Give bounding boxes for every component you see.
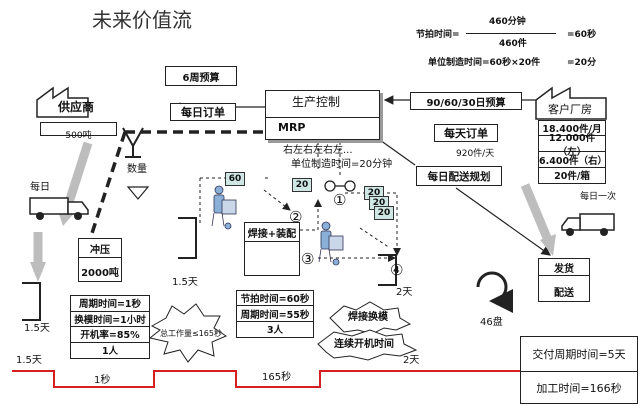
forecast-6week-box: 6周预算 [165, 66, 237, 86]
weld-data-box: 节拍时间=60秒 周期时间=55秒 3人 [236, 290, 314, 338]
inventory-days-label: 2天 [396, 287, 413, 298]
delivery-sub: 配送 [554, 288, 574, 299]
kaizen-burst-label: 焊接换模 [348, 312, 388, 323]
supplier-qty-box: 500吨 [40, 122, 117, 141]
kaizen-burst-label: 连续开机时间 [334, 339, 394, 350]
mrp-divider [266, 117, 379, 118]
takt-denominator: 460件 [499, 39, 527, 49]
stamping-qty: 2000吨 [81, 268, 119, 279]
delivery-process-box: 发货 配送 [538, 258, 590, 302]
stamping-data-box: 周期时间=1秒 换模时间=1小时 开机率=85% 1人 [70, 295, 150, 359]
takt-result: =60秒 [567, 30, 597, 40]
weld-process-box: 焊接+装配 [244, 222, 300, 276]
inventory-days-label: 1.5天 [172, 277, 198, 288]
per-day-label: 920件/天 [456, 149, 495, 159]
fraction-line [466, 33, 556, 34]
takt-label: 节拍时间= [416, 30, 460, 40]
timeline-label: 1.5天 [16, 355, 42, 366]
unit-time-line: 单位制造时间=60秒×20件 [428, 58, 541, 68]
daily-right-label: 每日一次 [580, 192, 617, 202]
weld-data-row: 3人 [266, 325, 284, 337]
lead-time-label: 交付周期时间=5天 [532, 348, 626, 361]
takt-numerator: 460分钟 [489, 17, 526, 27]
delivery-plan-box: 每日配送规划 [416, 166, 502, 186]
summary-box: 交付周期时间=5天 加工时间=166秒 [520, 336, 638, 404]
quantity-label: 数量 [127, 164, 147, 175]
daily-order-left-label: 每日订单 [181, 106, 225, 119]
supplier-name: 供应商 [58, 100, 95, 114]
step-circle: ① [333, 191, 347, 209]
daily-order-right-box: 每天订单 [434, 124, 498, 142]
production-control-box: 生产控制 MRP [265, 90, 380, 140]
kanban-card-20: 20 [374, 206, 394, 220]
step-circle: ② [289, 208, 303, 226]
forecast-6week-label: 6周预算 [182, 72, 220, 84]
pallets-label: 46盘 [480, 317, 503, 328]
unit-time-label: 单位制造时间=20分钟 [291, 159, 393, 170]
production-control-name: 生产控制 [292, 95, 341, 109]
process-time-label: 加工时间=166秒 [536, 382, 622, 395]
page-title: 未来价值流 [92, 8, 192, 32]
daily-left-label: 每日 [30, 182, 50, 193]
weld-data-row: 周期时间=55秒 [237, 306, 313, 322]
mrp-label: MRP [278, 121, 306, 134]
supplier-qty: 500吨 [65, 131, 92, 141]
kanban-card-60: 60 [225, 172, 245, 186]
stamping-data-row: 周期时间=1秒 [71, 296, 149, 312]
stamping-data-row: 换模时间=1小时 [71, 312, 149, 328]
customer-row: 6.400件（右） [539, 152, 607, 168]
weld-data-row: 节拍时间=60秒 [237, 291, 313, 307]
forecast-90-box: 90/60/30日预算 [410, 92, 522, 110]
kanban-card-20: 20 [292, 178, 312, 192]
daily-order-right-label: 每天订单 [444, 127, 488, 140]
customer-row: 20件/箱 [554, 171, 590, 183]
unit-time-result: =20分 [567, 58, 597, 68]
step-circle: ③ [301, 250, 315, 268]
kaizen-burst-label: 总工作量≤165秒 [160, 329, 222, 338]
delivery-name: 发货 [554, 263, 574, 275]
inventory-days-label: 1.5天 [24, 323, 50, 334]
sequence-label: 右左右左右左... [283, 145, 353, 156]
timeline-label: 2天 [403, 355, 420, 366]
customer-table: 18.400件/月 12.000件（左） 6.400件（右） 20件/箱 [538, 120, 607, 184]
delivery-plan-label: 每日配送规划 [427, 170, 491, 183]
stamping-process-box: 冲压 2000吨 [78, 238, 122, 282]
step-circle: ④ [390, 261, 404, 279]
weld-name: 焊接+装配 [247, 228, 297, 240]
timeline-label: 1秒 [94, 375, 111, 386]
stamping-name: 冲压 [90, 244, 110, 256]
forecast-90-label: 90/60/30日预算 [426, 97, 506, 109]
customer-name: 客户厂房 [548, 103, 592, 116]
customer-row: 18.400件/月 [539, 121, 605, 137]
timeline-label: 165秒 [262, 372, 292, 383]
daily-order-left-box: 每日订单 [170, 103, 236, 121]
stamping-data-row: 开机率=85% [71, 327, 149, 343]
stamping-data-row: 1人 [101, 346, 119, 358]
